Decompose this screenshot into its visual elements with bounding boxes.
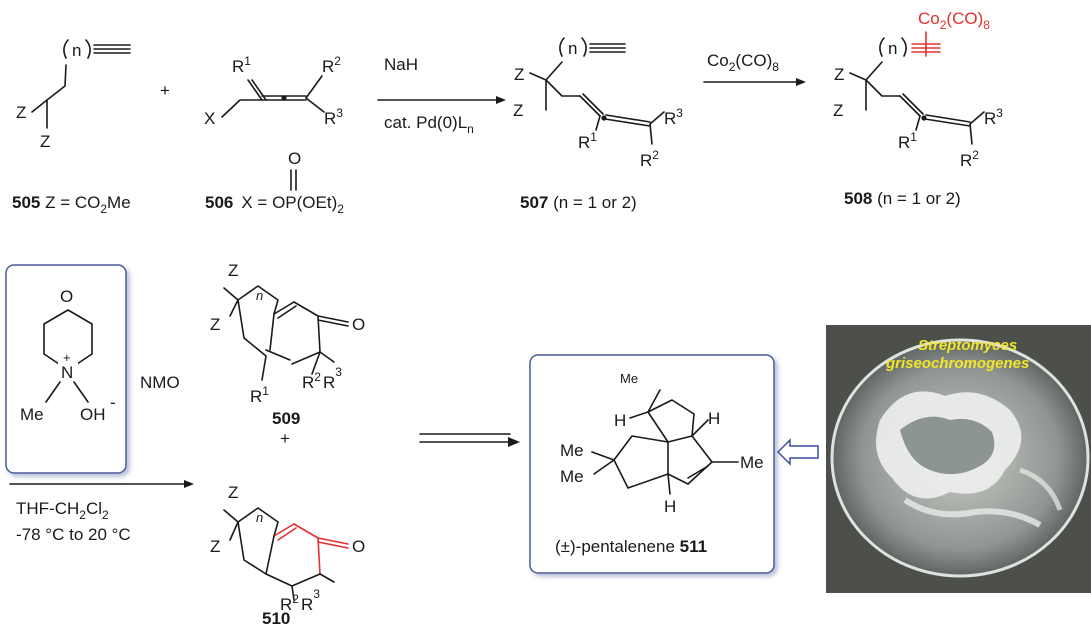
compound-caption: Z = CO xyxy=(40,193,100,212)
svg-text:505 Z = CO2Me: 505 Z = CO2Me xyxy=(12,193,131,216)
svg-text:Me: Me xyxy=(740,453,764,472)
svg-text:n: n xyxy=(256,510,263,525)
svg-text:n: n xyxy=(256,288,263,303)
atom-n: N xyxy=(61,363,73,382)
reagent-nah: NaH xyxy=(384,55,418,74)
svg-text:R2: R2 xyxy=(640,148,659,170)
reagent-pd: cat. Pd(0)Ln xyxy=(384,113,474,136)
svg-text:Z: Z xyxy=(834,65,844,84)
svg-text:Me: Me xyxy=(620,371,638,386)
svg-text:R1: R1 xyxy=(232,54,251,76)
atom-o: O xyxy=(60,287,73,306)
svg-text:R2: R2 xyxy=(960,148,979,170)
compound-number: 505 xyxy=(12,193,40,212)
compound-number: 511 xyxy=(680,537,707,556)
atom-o: O xyxy=(288,149,301,168)
reaction-arrow-1: NaH cat. Pd(0)Ln xyxy=(377,55,506,136)
atom-z: Z xyxy=(40,132,50,151)
reagent-nmo: NMO xyxy=(140,373,180,392)
compound-number: 506 xyxy=(205,193,233,212)
compound-name: (±)-pentalenene xyxy=(555,537,680,556)
reaction-arrow-2: Co2(CO)8 xyxy=(703,51,806,86)
svg-text:n: n xyxy=(888,39,897,58)
svg-text:+: + xyxy=(63,350,71,365)
compound-caption: X = OP(OEt) xyxy=(241,193,337,212)
reagent-solvent: THF-CH2Cl2 xyxy=(16,499,109,522)
svg-text:Me: Me xyxy=(560,467,584,486)
svg-text:Z: Z xyxy=(833,101,843,120)
svg-text:Me: Me xyxy=(560,441,584,460)
svg-text:R1: R1 xyxy=(578,130,597,152)
svg-text:OH: OH xyxy=(80,405,106,424)
reagent-temperature: -78 °C to 20 °C xyxy=(16,525,131,544)
svg-text:n: n xyxy=(568,39,577,58)
svg-text:(±)-pentalenene 511: (±)-pentalenene 511 xyxy=(555,537,707,556)
compound-number: 508 xyxy=(844,189,872,208)
atom-x: X xyxy=(204,109,215,128)
atom-z: Z xyxy=(16,103,26,122)
compound-number: 509 xyxy=(272,409,300,428)
compound-number: 510 xyxy=(262,609,290,627)
svg-text:R3: R3 xyxy=(664,106,683,128)
svg-text:Z: Z xyxy=(210,537,220,556)
svg-text:R1: R1 xyxy=(898,130,917,152)
pentalenene-box: Me H H Me H Me Me (±)-pentalenene 511 xyxy=(529,354,775,574)
reagent-co: Co2(CO)8 xyxy=(707,51,779,74)
multistep-arrow xyxy=(419,433,520,447)
svg-text:507 (n = 1 or 2): 507 (n = 1 or 2) xyxy=(520,193,637,212)
compound-507: Z Z n R1 R3 R2 507 (n = 1 or 2) xyxy=(513,37,683,212)
svg-text:H: H xyxy=(664,497,676,516)
svg-text:508 (n = 1 or 2): 508 (n = 1 or 2) xyxy=(844,189,961,208)
compound-caption: (n = 1 or 2) xyxy=(872,189,960,208)
open-arrow xyxy=(776,438,819,466)
svg-text:R1: R1 xyxy=(250,384,269,406)
streptomyces-photo: Streptomyces griseochromogenes xyxy=(826,325,1091,593)
compound-number: 507 xyxy=(520,193,548,212)
svg-text:Z: Z xyxy=(514,65,524,84)
reaction-arrow-3: THF-CH2Cl2 -78 °C to 20 °C xyxy=(9,480,194,544)
svg-text:O: O xyxy=(352,537,365,556)
svg-text:Z: Z xyxy=(210,315,220,334)
cobalt-complex-label: Co2(CO)8 xyxy=(918,9,990,32)
svg-text:R3: R3 xyxy=(984,106,1003,128)
compound-508: Co2(CO)8 Z Z n R1 R3 R2 508 (n = 1 or 2) xyxy=(833,9,1003,208)
svg-text:H: H xyxy=(708,409,720,428)
subscript-n: n xyxy=(72,41,81,60)
svg-text:-: - xyxy=(110,393,116,412)
plus-sign: + xyxy=(160,81,170,100)
nmo-reagent-box: O N + Me OH - xyxy=(5,264,127,474)
compound-505: Z Z n 505 Z = CO2Me xyxy=(12,39,131,216)
svg-text:H: H xyxy=(614,411,626,430)
svg-text:Me: Me xyxy=(20,405,44,424)
svg-text:Z: Z xyxy=(513,101,523,120)
compound-caption: (n = 1 or 2) xyxy=(548,193,636,212)
svg-text:R3: R3 xyxy=(324,106,343,128)
svg-text:O: O xyxy=(352,315,365,334)
svg-text:Z: Z xyxy=(228,261,238,280)
plus-sign: + xyxy=(280,429,290,448)
svg-text:Z: Z xyxy=(228,483,238,502)
photo-title-line2: griseochromogenes xyxy=(885,355,1029,372)
photo-title-line1: Streptomyces xyxy=(918,337,1017,354)
svg-text:R2: R2 xyxy=(322,54,341,76)
